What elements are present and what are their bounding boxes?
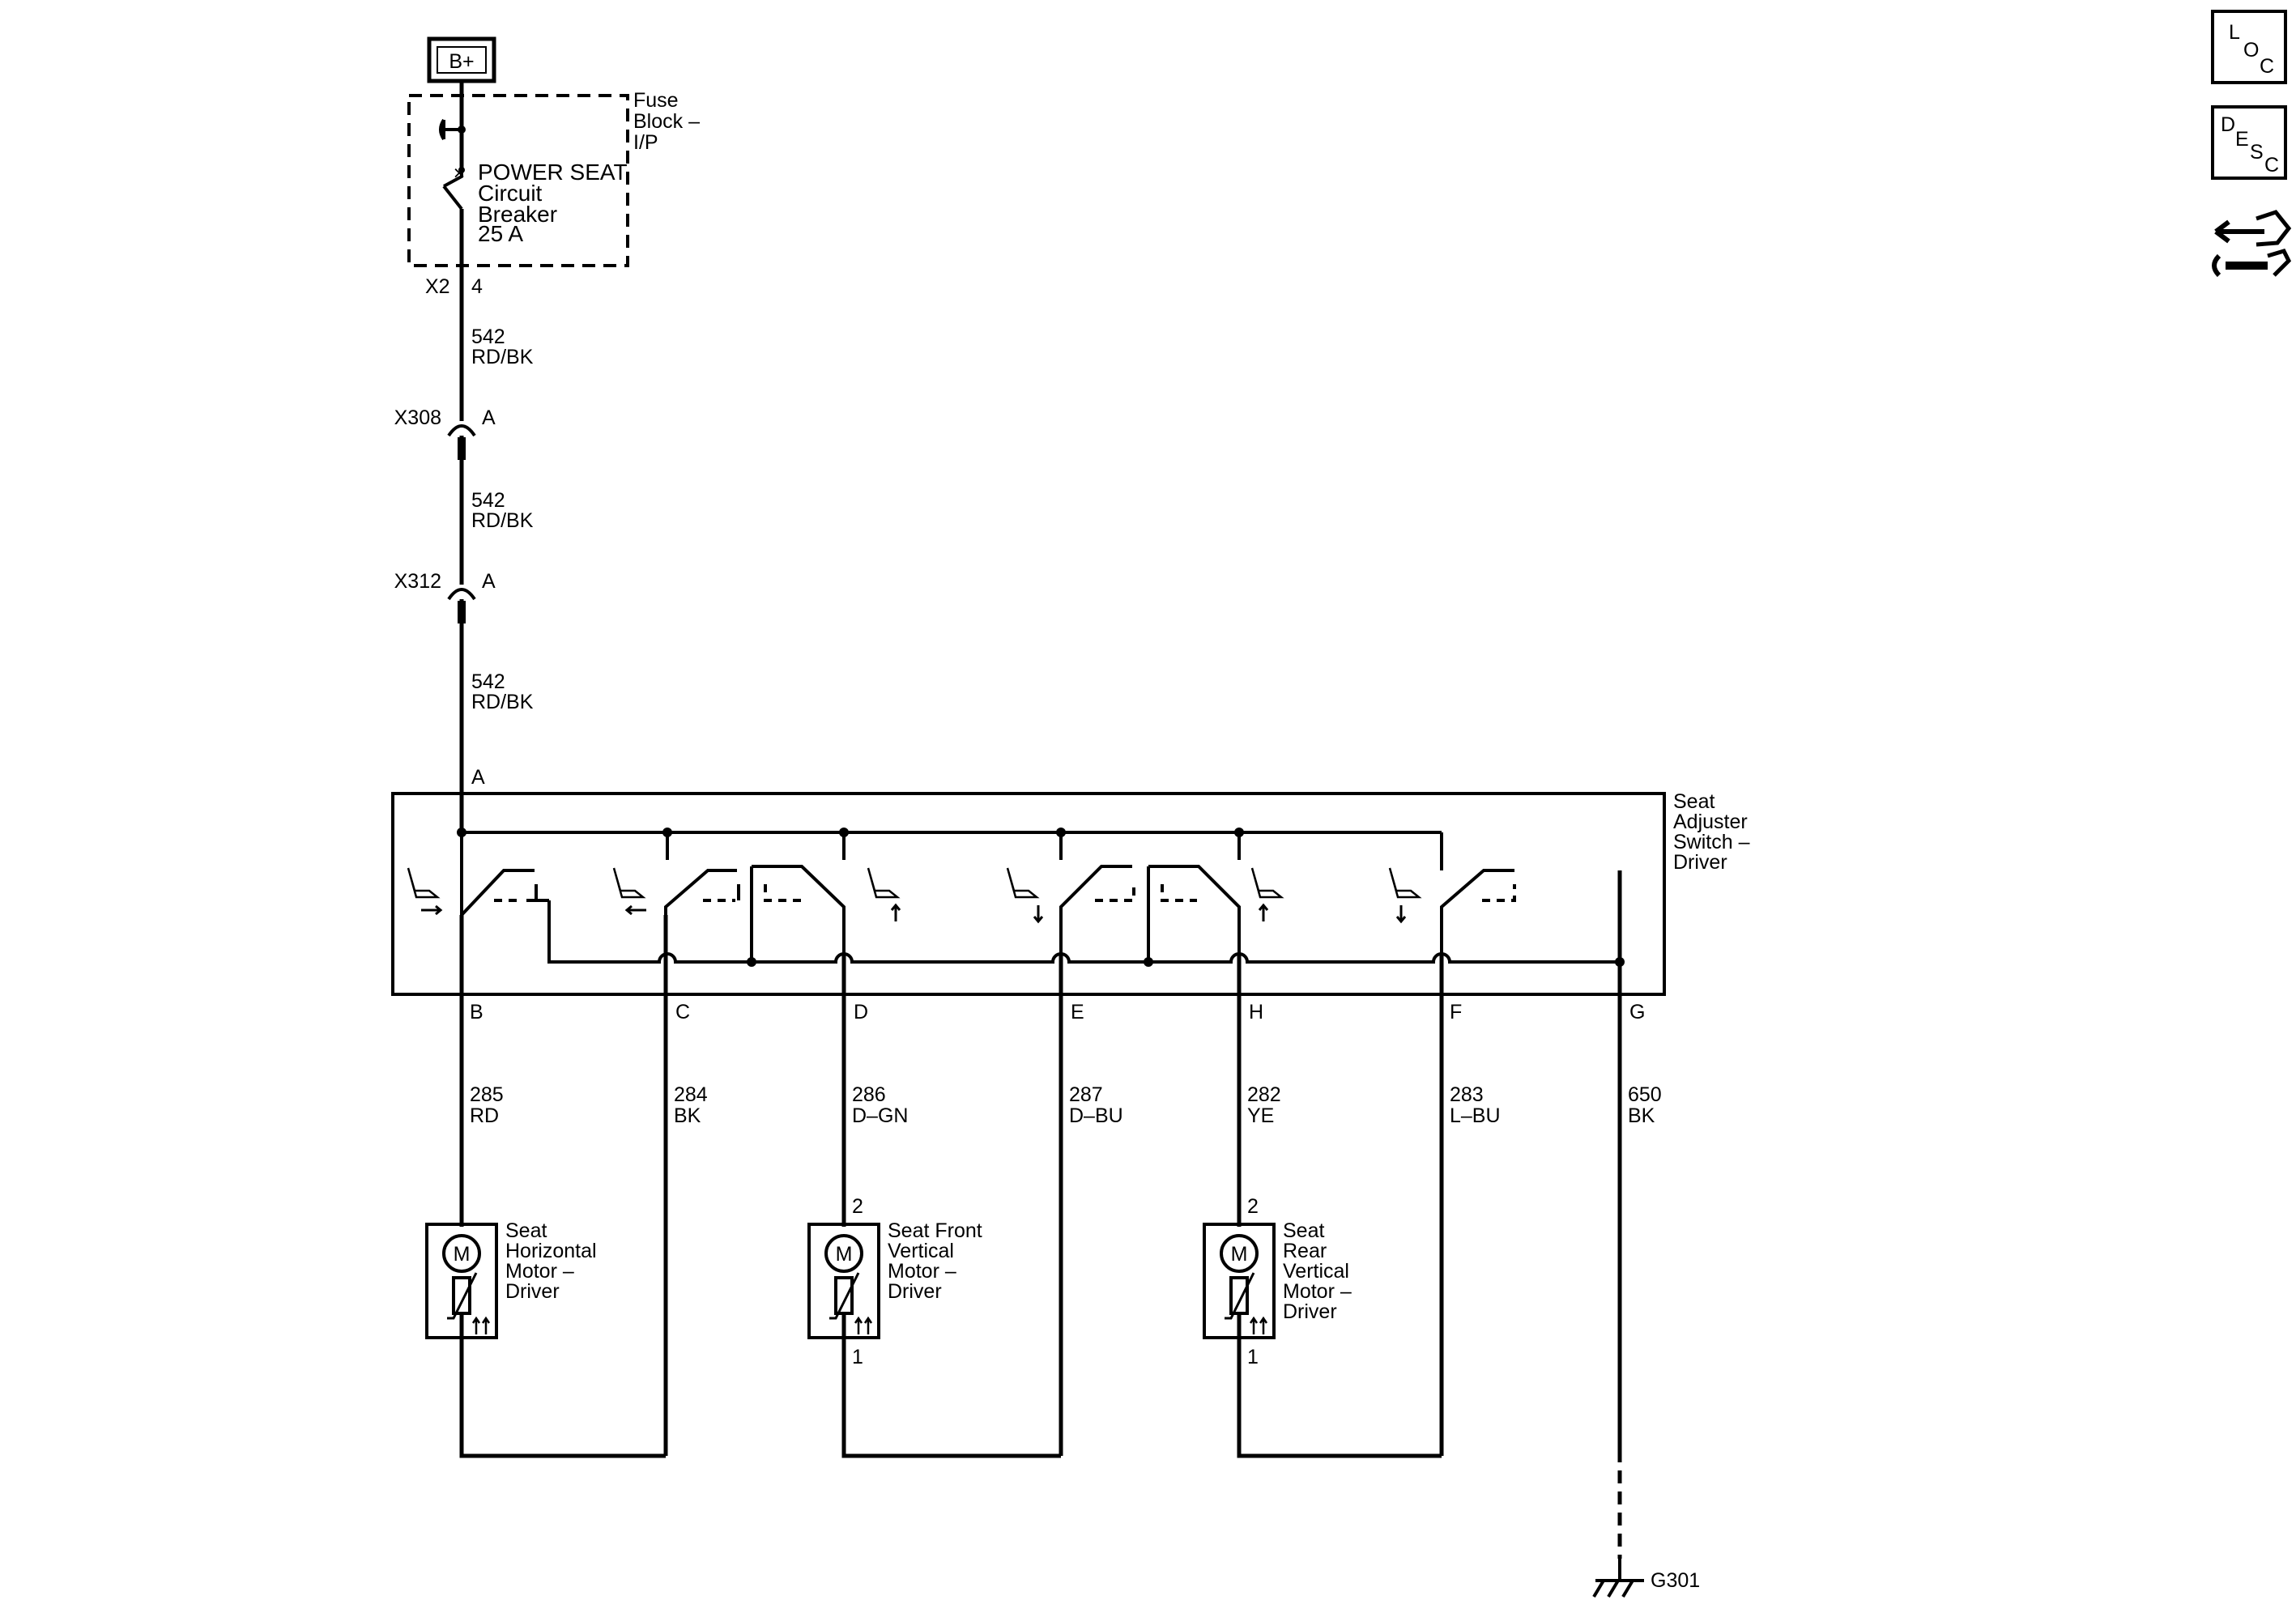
svg-text:L: L (2229, 21, 2240, 44)
seat-front-down-icon (1006, 867, 1044, 924)
switch-input-pin: A (471, 766, 485, 789)
svg-text:E: E (1071, 1001, 1084, 1023)
svg-text:H: H (1249, 1001, 1263, 1023)
motor-rear-vertical-pin-top: 2 (1247, 1195, 1259, 1218)
motor-horizontal-name: Seat Horizontal Motor – Driver (505, 1219, 603, 1303)
svg-text:G: G (1629, 1001, 1645, 1023)
svg-text:D: D (2221, 113, 2235, 136)
svg-text:C: C (675, 1001, 690, 1023)
svg-text:A: A (482, 570, 496, 593)
breaker-label: POWER SEAT Circuit Breaker 25 A (478, 160, 633, 246)
loc-icon[interactable]: L O C (2211, 10, 2287, 84)
inline-connector-x312: X312 A (394, 570, 496, 623)
svg-text:X308: X308 (394, 406, 441, 429)
svg-text:×: × (454, 162, 466, 185)
connector-repair-icon[interactable] (2212, 210, 2292, 278)
svg-text:A: A (482, 406, 496, 429)
power-source: B+ (427, 36, 496, 83)
svg-text:C: C (2260, 55, 2274, 78)
motor-horizontal: M Seat Horizontal Motor – Driver (425, 1219, 603, 1339)
seat-rear-up-icon (1250, 867, 1284, 921)
motor-front-vertical-pin-bottom: 1 (852, 1346, 863, 1368)
svg-text:E: E (2235, 128, 2249, 151)
svg-text:C: C (2264, 154, 2279, 177)
fuse-block-name: Fuse Block – I/P (633, 89, 705, 154)
motor-horizontal-symbol: M (454, 1243, 471, 1266)
motor-front-vertical: M 2 1 Seat Front Vertical Motor – Driver (807, 1195, 988, 1368)
motor-rear-vertical-symbol: M (1231, 1243, 1248, 1266)
svg-text:X312: X312 (394, 570, 441, 593)
fuse-block: Fuse Block – I/P × POWER SEAT Circuit Br… (407, 81, 705, 298)
svg-text:F: F (1450, 1001, 1462, 1023)
seat-adjuster-switch: Seat Adjuster Switch – Driver A (391, 766, 1755, 996)
svg-text:D: D (854, 1001, 868, 1023)
motor-rear-vertical-pin-bottom: 1 (1247, 1346, 1259, 1368)
ground-label: G301 (1651, 1569, 1700, 1592)
seat-rearward-icon (612, 867, 646, 916)
motor-front-vertical-pin-top: 2 (852, 1195, 863, 1218)
svg-text:B: B (470, 1001, 483, 1023)
seat-rear-down-icon (1388, 867, 1422, 924)
motor-front-vertical-symbol: M (836, 1243, 853, 1266)
switch-contact-rear-vertical (1148, 865, 1516, 955)
switch-name: Seat Adjuster Switch – Driver (1673, 790, 1755, 874)
svg-text:S: S (2250, 141, 2264, 164)
output-wires (459, 870, 1622, 1559)
fuse-connector: X2 (425, 275, 450, 298)
fuse-pin: 4 (471, 275, 483, 298)
motor-rear-vertical-name: Seat Rear Vertical Motor – Driver (1283, 1219, 1357, 1323)
seat-forward-icon (407, 867, 443, 916)
switch-output-pins: B C D E H F G (470, 1001, 1645, 1023)
seat-front-up-icon (867, 867, 901, 921)
switch-contact-front-vertical (752, 865, 1135, 955)
svg-text:O: O (2243, 39, 2259, 62)
inline-connector-x308: X308 A (394, 406, 496, 460)
motor-rear-vertical: M 2 1 Seat Rear Vertical Motor – Driver (1203, 1195, 1357, 1368)
switch-contact-horizontal (460, 832, 740, 920)
power-source-label: B+ (449, 50, 474, 73)
ground-g301: G301 (1592, 1559, 1700, 1598)
motor-front-vertical-name: Seat Front Vertical Motor – Driver (888, 1219, 988, 1303)
desc-icon[interactable]: D E S C (2211, 105, 2287, 180)
